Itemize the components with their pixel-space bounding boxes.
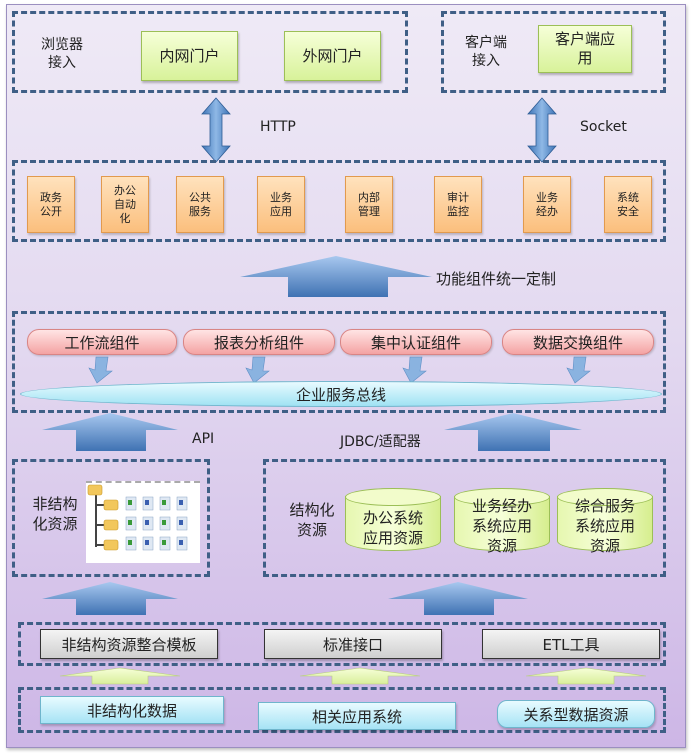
- database-integrated-service-label: 综合服务 系统应用 资源: [574, 497, 635, 555]
- jdbc-adapter-label: JDBC/适配器: [340, 434, 421, 450]
- unstructured-resources-group: [12, 459, 210, 577]
- socket-label: Socket: [580, 119, 627, 135]
- browser-access-label: 浏览器 接入: [41, 37, 83, 71]
- browser-access-group: [12, 11, 408, 93]
- unstructured-resources-label: 非结构 化资源: [32, 495, 78, 533]
- module-business-handling[interactable]: 业务 经办: [523, 176, 571, 233]
- intranet-portal[interactable]: 内网门户: [141, 31, 238, 81]
- structured-resources-group: [263, 459, 666, 577]
- tool-etl[interactable]: ETL工具: [482, 629, 660, 659]
- function-modules-group: [12, 160, 666, 242]
- database-integrated-service[interactable]: 综合服务 系统应用 资源: [557, 488, 653, 558]
- components-group: [12, 311, 666, 413]
- module-system-security[interactable]: 系统 安全: [604, 176, 652, 233]
- module-audit-monitor[interactable]: 审计 监控: [434, 176, 482, 233]
- customization-label: 功能组件统一定制: [436, 270, 557, 288]
- component-workflow[interactable]: 工作流组件: [27, 329, 177, 355]
- module-public-service[interactable]: 公共 服务: [176, 176, 224, 233]
- module-office-automation[interactable]: 办公 自动 化: [101, 176, 149, 233]
- source-unstructured-data[interactable]: 非结构化数据: [40, 696, 224, 724]
- client-app[interactable]: 客户端应 用: [538, 25, 632, 73]
- http-label: HTTP: [260, 119, 296, 135]
- tool-standard-interface[interactable]: 标准接口: [264, 629, 442, 659]
- component-report-analysis[interactable]: 报表分析组件: [183, 329, 335, 355]
- extranet-portal[interactable]: 外网门户: [284, 31, 381, 81]
- structured-resources-label: 结构化 资源: [289, 501, 335, 539]
- database-office-system-label: 办公系统 应用资源: [362, 509, 423, 547]
- database-office-system[interactable]: 办公系统 应用资源: [345, 488, 441, 558]
- enterprise-service-bus[interactable]: 企业服务总线: [20, 381, 662, 407]
- source-related-app-systems[interactable]: 相关应用系统: [258, 702, 456, 730]
- tool-unstructured-template[interactable]: 非结构资源整合模板: [40, 629, 218, 659]
- module-business-app[interactable]: 业务 应用: [257, 176, 305, 233]
- component-central-auth[interactable]: 集中认证组件: [340, 329, 492, 355]
- database-business-handling-label: 业务经办 系统应用 资源: [471, 497, 532, 555]
- database-business-handling[interactable]: 业务经办 系统应用 资源: [454, 488, 550, 558]
- integration-tools-group: [18, 622, 666, 666]
- file-tree-icon: [86, 481, 200, 563]
- component-data-exchange[interactable]: 数据交换组件: [502, 329, 654, 355]
- api-label: API: [192, 431, 215, 447]
- client-access-group: [441, 11, 666, 93]
- module-internal-mgmt[interactable]: 内部 管理: [345, 176, 393, 233]
- data-sources-group: [18, 687, 666, 733]
- client-access-label: 客户端 接入: [465, 35, 507, 69]
- source-relational-data[interactable]: 关系型数据资源: [497, 700, 655, 728]
- module-gov-affairs[interactable]: 政务 公开: [27, 176, 75, 233]
